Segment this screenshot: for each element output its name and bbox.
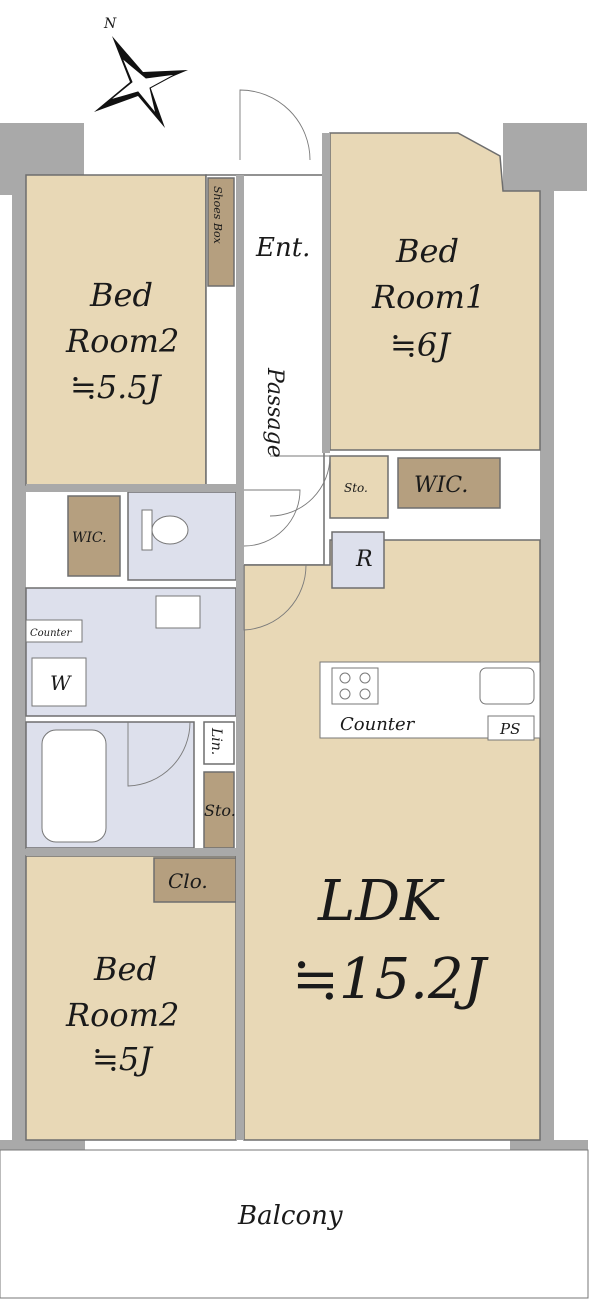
wic-right bbox=[397, 457, 501, 509]
wall-strip-2 bbox=[322, 133, 330, 453]
label-counter-left: Counter bbox=[30, 628, 72, 639]
sink-icon bbox=[155, 595, 201, 629]
label-closet: Clo. bbox=[168, 869, 208, 893]
label-ldk-name: LDK bbox=[317, 869, 445, 934]
toilet-icon bbox=[141, 509, 189, 551]
refrigerator-box bbox=[331, 531, 385, 589]
label-washer: W bbox=[50, 671, 72, 695]
wall-strip-4 bbox=[26, 848, 236, 856]
shoes-box bbox=[207, 177, 235, 287]
label-bedroom2-top-line2: Room2 bbox=[65, 322, 179, 360]
sto-small bbox=[329, 455, 389, 519]
room-bedroom2-top bbox=[25, 174, 207, 486]
label-refrigerator: R bbox=[355, 547, 373, 572]
passage-door-swing bbox=[243, 564, 307, 631]
compass-star-inner-icon bbox=[109, 57, 177, 115]
pipe-space-box bbox=[487, 715, 535, 741]
column-top-right bbox=[503, 123, 587, 191]
bath-door-swing bbox=[127, 721, 191, 787]
label-pipe-space: PS bbox=[499, 720, 520, 738]
wall-strip-1 bbox=[236, 175, 244, 1140]
label-linen: Lin. bbox=[208, 727, 224, 755]
label-wic-right: WIC. bbox=[414, 473, 468, 498]
label-wic-left: WIC. bbox=[72, 530, 107, 546]
label-bedroom2-bottom-line1: Bed bbox=[93, 950, 157, 988]
label-bedroom1-line1: Bed bbox=[395, 232, 459, 270]
label-sto-small: Sto. bbox=[344, 481, 368, 495]
counter-left-box bbox=[25, 619, 83, 643]
label-bedroom1-line2: Room1 bbox=[371, 278, 485, 316]
compass-north-label: N bbox=[103, 16, 117, 32]
wall-strip-3 bbox=[26, 484, 236, 492]
label-kitchen-counter: Counter bbox=[340, 714, 416, 735]
toilet-door-swing bbox=[243, 489, 301, 547]
label-bedroom2-top-size: ≒5.5J bbox=[70, 368, 163, 406]
label-bedroom1-size: ≒6J bbox=[390, 326, 452, 364]
kitchen-sink-icon bbox=[479, 667, 535, 705]
label-ldk-size: ≒15.2J bbox=[292, 947, 490, 1012]
label-passage: Passage bbox=[262, 367, 287, 458]
label-bedroom2-top-line1: Bed bbox=[89, 276, 153, 314]
linen-box bbox=[203, 721, 235, 765]
room-bedroom1 bbox=[329, 132, 541, 451]
stove-icon bbox=[331, 667, 379, 705]
room-ldk bbox=[243, 539, 541, 1141]
wic-left bbox=[67, 495, 121, 577]
room-bedroom2-bottom bbox=[25, 855, 237, 1141]
label-balcony: Balcony bbox=[237, 1201, 343, 1231]
compass: N bbox=[94, 16, 188, 128]
outer-wall-right bbox=[540, 191, 554, 1140]
label-sto-bath: Sto. bbox=[204, 801, 236, 820]
outer-wall-left bbox=[12, 195, 26, 1140]
closet bbox=[153, 857, 237, 903]
label-bedroom2-bottom-line2: Room2 bbox=[65, 996, 179, 1034]
washer-box bbox=[31, 657, 87, 707]
bathtub-icon bbox=[41, 729, 107, 843]
balcony bbox=[0, 1149, 589, 1299]
label-entrance: Ent. bbox=[255, 233, 310, 263]
label-bedroom2-bottom-size: ≒5J bbox=[92, 1040, 154, 1078]
entrance-door-swing bbox=[239, 89, 311, 161]
label-shoes-box: Shoes Box bbox=[211, 186, 224, 245]
bedroom1-door-swing bbox=[269, 455, 331, 517]
